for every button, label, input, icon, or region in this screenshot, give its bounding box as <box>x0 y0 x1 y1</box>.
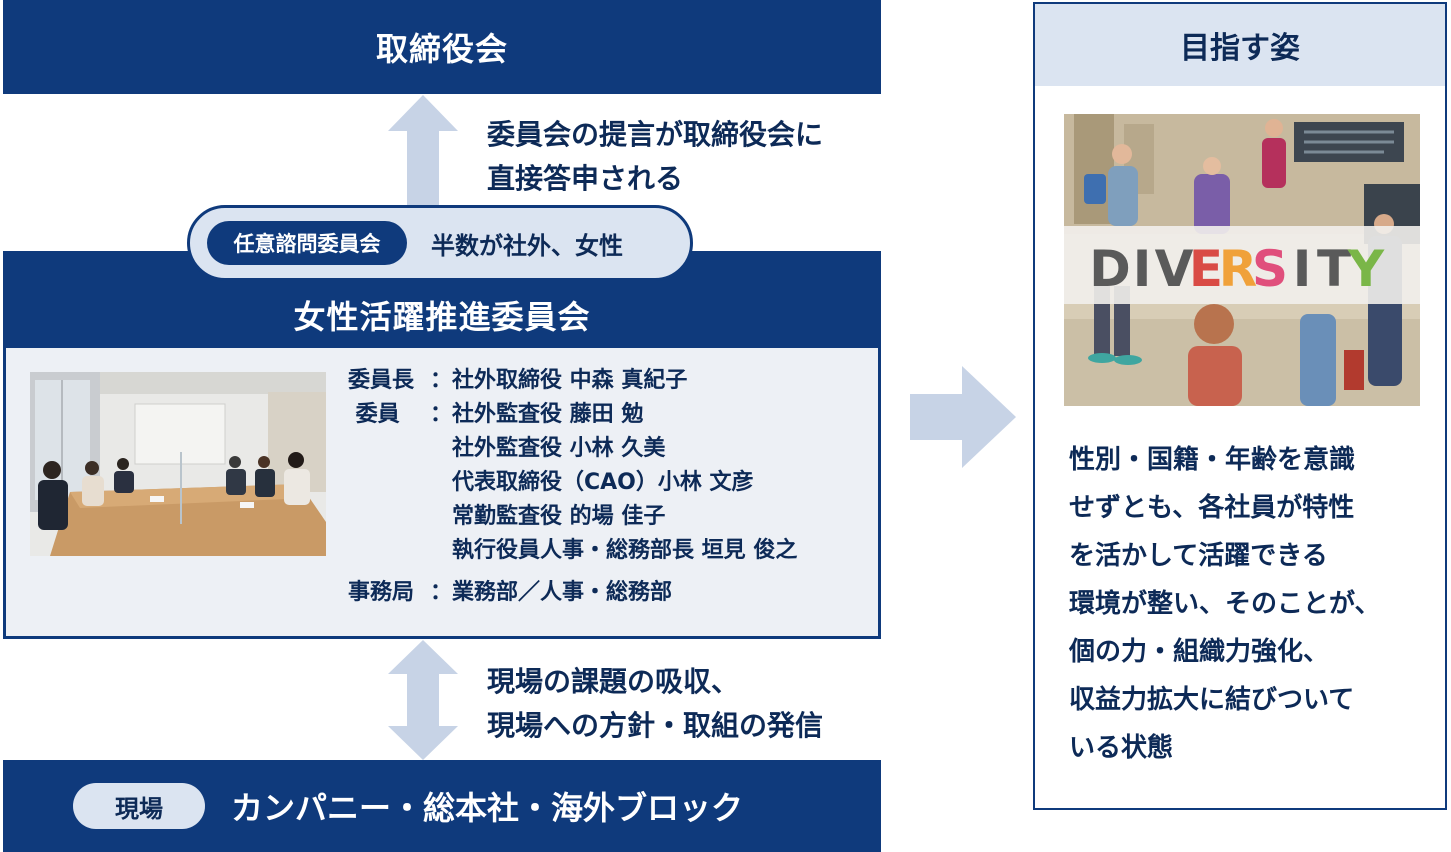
committee-title: 女性活躍推進委員会 <box>293 298 591 336</box>
up-arrow-icon <box>388 95 458 217</box>
vision-line: 環境が整い、そのことが、 <box>1069 589 1381 619</box>
chair-row: 委員長 ： 社外取締役 中森 真紀子 <box>348 364 868 398</box>
recommendation-note-line: 直接答申される <box>487 162 684 195</box>
diversity-letter: S <box>1252 240 1288 298</box>
vision-line: 個の力・組織力強化、 <box>1069 637 1330 667</box>
diversity-letter: T <box>1317 240 1351 298</box>
member-name: 常勤監査役 的場 佳子 <box>452 504 666 529</box>
right-arrow-icon <box>910 366 1016 468</box>
chair-name: 社外取締役 中森 真紀子 <box>452 368 688 393</box>
chair-role: 委員長 <box>348 368 415 393</box>
member-name: 社外監査役 小林 久美 <box>452 436 666 461</box>
vision-line: 収益力拡大に結びついて <box>1069 685 1355 715</box>
vision-line: せずとも、各社員が特性 <box>1069 493 1355 523</box>
diversity-letter: V <box>1155 240 1194 298</box>
field-text: カンパニー・総本社・海外ブロック <box>231 789 744 827</box>
field-bar: 現場 カンパニー・総本社・海外ブロック <box>3 760 881 852</box>
colon: ： <box>430 580 453 605</box>
board-of-directors-bar: 取締役会 <box>3 0 881 94</box>
member-role: 委員 <box>348 402 400 427</box>
secretariat-role: 事務局 <box>348 580 415 605</box>
double-arrow-icon <box>388 640 458 760</box>
colon: ： <box>430 368 453 393</box>
advisory-committee-note: 半数が社外、女性 <box>431 231 623 260</box>
vision-line: 性別・国籍・年齢を意識 <box>1069 445 1356 475</box>
committee-members: 委員長 ： 社外取締役 中森 真紀子 委員 ： 社外監査役 藤田 勉 社外監査役… <box>348 364 868 610</box>
board-title: 取締役会 <box>375 30 508 68</box>
field-badge: 現場 <box>73 783 205 829</box>
diversity-letter: I <box>1293 240 1312 298</box>
field-exchange-note: 現場の課題の吸収、 現場への方針・取組の発信 <box>487 660 877 748</box>
secretariat-name: 業務部／人事・総務部 <box>452 580 673 605</box>
vision-line: を活かして活躍できる <box>1069 541 1328 571</box>
vision-description: 性別・国籍・年齢を意識 せずとも、各社員が特性 を活かして活躍できる 環境が整い… <box>1069 436 1429 772</box>
members-row: 委員 ： 社外監査役 藤田 勉 社外監査役 小林 久美 代表取締役（CAO）小林… <box>348 398 868 568</box>
member-name: 代表取締役（CAO）小林 文彦 <box>452 470 754 495</box>
advisory-committee-pill: 任意諮問委員会 半数が社外、女性 <box>187 205 693 281</box>
secretariat-row: 事務局 ： 業務部／人事・総務部 <box>348 576 868 610</box>
diversity-letter: D <box>1089 240 1131 298</box>
vision-title: 目指す姿 <box>1035 4 1445 86</box>
diversity-letter: I <box>1133 240 1152 298</box>
meeting-photo <box>30 372 326 556</box>
field-exchange-note-line: 現場への方針・取組の発信 <box>487 709 824 742</box>
advisory-committee-label: 任意諮問委員会 <box>207 221 407 265</box>
field-exchange-note-line: 現場の課題の吸収、 <box>487 665 740 698</box>
diversity-letter: E <box>1189 240 1223 298</box>
member-name: 執行役員人事・総務部長 垣見 俊之 <box>452 538 798 563</box>
colon: ： <box>430 402 453 427</box>
diversity-letter: Y <box>1347 240 1385 298</box>
recommendation-note: 委員会の提言が取締役会に 直接答申される <box>487 113 877 201</box>
recommendation-note-line: 委員会の提言が取締役会に <box>487 118 824 151</box>
vision-line: いる状態 <box>1069 733 1174 763</box>
diversity-letter: R <box>1219 240 1258 298</box>
member-name: 社外監査役 藤田 勉 <box>452 402 644 427</box>
